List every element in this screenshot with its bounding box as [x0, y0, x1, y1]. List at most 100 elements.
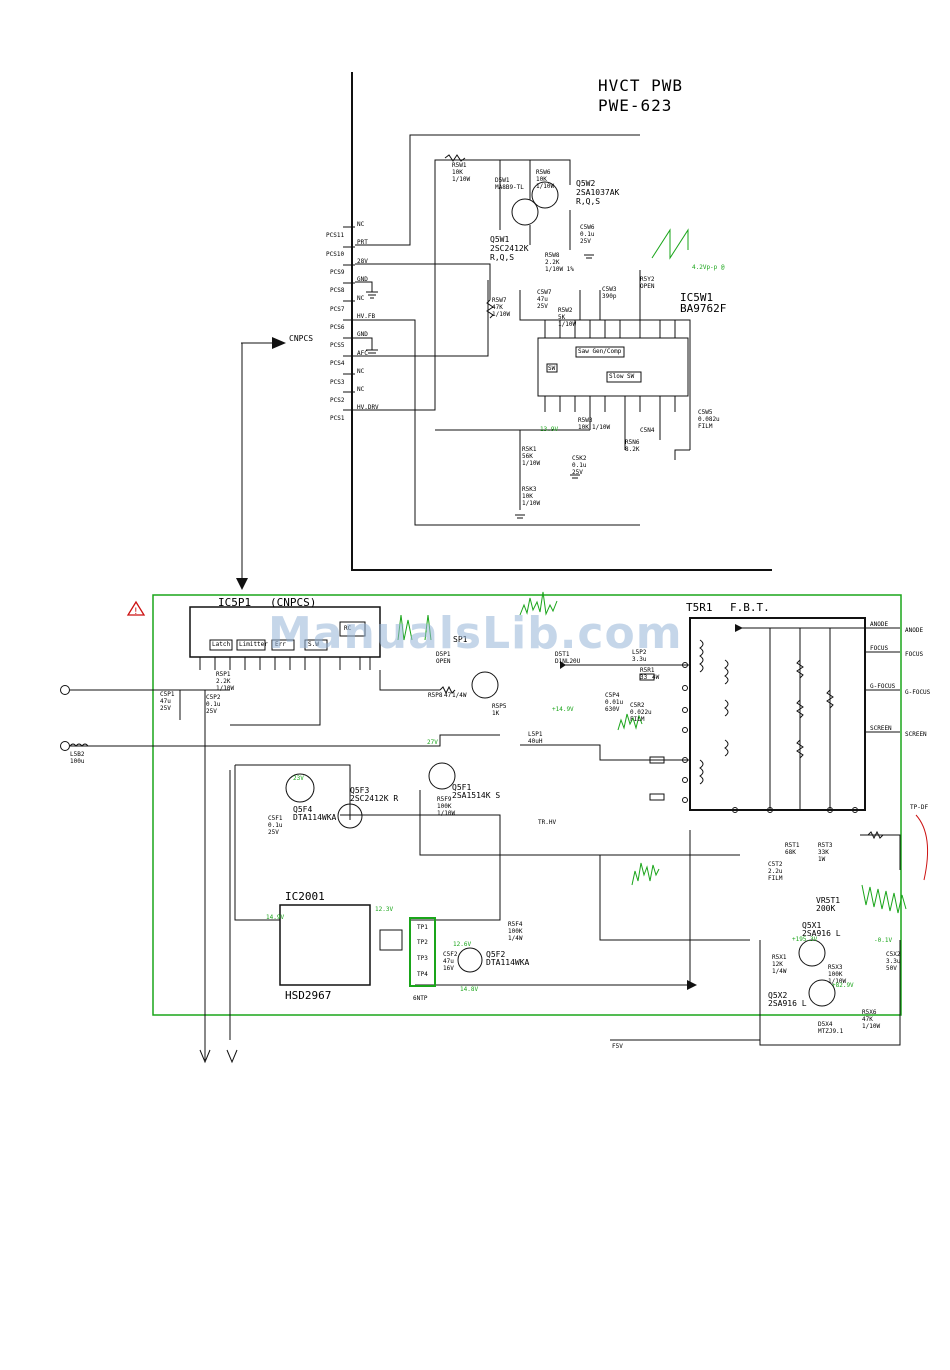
lower-board-outline: [152, 594, 902, 1016]
voltage-label: 12.3V: [375, 906, 394, 913]
misc-label: TR.HV: [538, 819, 557, 826]
comp-rating: FILM: [630, 716, 645, 723]
fbt-output-ext: ANODE: [905, 627, 924, 634]
comp-rating: 1/10W: [522, 460, 541, 467]
q5w1-body: [511, 198, 539, 226]
ic2001-ref: IC2001: [285, 890, 325, 903]
comp-ref: R5W7: [492, 297, 507, 304]
comp-val: 2.2u: [768, 868, 783, 875]
svg-text:!: !: [134, 607, 138, 617]
input-terminal-1: [60, 685, 70, 695]
comp-rating: 1/4W: [772, 968, 787, 975]
voltage-label: 23V: [293, 775, 304, 782]
ic2001-tp-box: [409, 917, 436, 987]
comp-val: D1NL20U: [555, 658, 581, 665]
connector-pin: PCS9: [330, 269, 345, 276]
comp-ref: C5X2: [886, 951, 901, 958]
comp-ref: D5T1: [555, 651, 570, 658]
connector-signal: NC: [357, 368, 365, 375]
connector-pin: PCS6: [330, 324, 345, 331]
q5f4-part: DTA114WKA: [293, 813, 337, 822]
waveform-upper: [651, 228, 689, 260]
fbt-output-ext: SCREEN: [905, 731, 927, 738]
fbt-output: G-FOCUS: [870, 683, 896, 690]
comp-val: 5K: [558, 314, 566, 321]
q5w1-grade: R,Q,S: [490, 253, 515, 262]
connector-pin: PCS3: [330, 379, 345, 386]
comp-ref: R5T3: [818, 842, 833, 849]
connector-pin: PCS11: [326, 232, 345, 239]
q5f4-body: [337, 803, 363, 829]
comp-ref: C5K2: [572, 455, 587, 462]
misc-label: L5B2: [70, 751, 85, 758]
comp-rating: 1W: [818, 856, 826, 863]
comp-val: 0.1u: [580, 231, 595, 238]
ic5p1-ref: IC5P1: [218, 596, 252, 609]
comp-rating: 25V: [537, 303, 548, 310]
waveform-lower-1: [397, 614, 432, 641]
comp-val: 10K: [536, 176, 547, 183]
comp-ref: C5W7: [537, 289, 552, 296]
comp-val: 0.1u: [206, 701, 221, 708]
comp-val: 0.1u: [572, 462, 587, 469]
q5w2-body: [531, 181, 559, 209]
comp-rating: FILM: [698, 423, 713, 430]
q5f2-part: DTA114WKA: [486, 958, 530, 967]
comp-val: 100K: [828, 971, 843, 978]
q5w2-grade: R,Q,S: [576, 197, 601, 206]
comp-rating: 1/10W: [492, 311, 511, 318]
voltage-label: 14.8V: [460, 986, 479, 993]
comp-ref: C5N4: [640, 427, 655, 434]
waveform-lower-4: [631, 862, 660, 886]
connector-signal: NC: [357, 221, 365, 228]
comp-ref: R5X1: [772, 954, 787, 961]
comp-val: 47: [444, 692, 452, 699]
comp-val: 47u: [160, 698, 171, 705]
comp-ref: D5X4: [818, 1021, 833, 1028]
ic2001-part: HSD2967: [285, 989, 332, 1002]
board-title: HVCT PWB: [598, 76, 684, 95]
q5f4-ref: Q5F4: [293, 805, 313, 814]
voltage-label: 12.6V: [453, 941, 472, 948]
fbt-output: ANODE: [870, 621, 889, 628]
ic5p1-block: RC: [344, 625, 352, 632]
ic5w1-block: SW: [548, 365, 556, 372]
comp-val: 2.2K: [216, 678, 231, 685]
watermark: ManualsLib.com: [268, 608, 683, 659]
ic2001-tp: TP4: [417, 971, 428, 978]
connector-signal: 28V: [357, 258, 368, 265]
ic2001-box: [279, 904, 371, 986]
comp-ref: C5R2: [630, 702, 645, 709]
q5f1-body: [428, 762, 456, 790]
comp-ref: R5X3: [828, 964, 843, 971]
connector-pin: PCS4: [330, 360, 345, 367]
comp-ref: C5F1: [268, 815, 283, 822]
comp-ref: C5W3: [602, 286, 617, 293]
comp-val: OPEN: [436, 658, 451, 665]
comp-ref: C5W6: [580, 224, 595, 231]
comp-val: 0.022u: [630, 709, 652, 716]
comp-ref: C5P2: [206, 694, 221, 701]
comp-val: 40uH: [528, 738, 543, 745]
ic5w1-box: [537, 337, 689, 397]
warning-icon: !: [126, 600, 146, 617]
ic5p1-block: Limitter: [239, 641, 268, 648]
comp-ref: C5F2: [443, 951, 458, 958]
upper-board-outline: [351, 72, 772, 571]
comp-rating: 16V: [443, 965, 454, 972]
fbt-output: SCREEN: [870, 725, 892, 732]
ic2001-foot: 6NTP: [413, 995, 428, 1002]
comp-ref: R5W6: [536, 169, 551, 176]
ic5w1-part: BA9762F: [680, 302, 727, 315]
comp-val: 2.2K: [545, 259, 560, 266]
ic5w1-block: Saw Gen/Comp: [578, 348, 622, 355]
connector-pin: PCS2: [330, 397, 345, 404]
q5f2-ref: Q5F2: [486, 950, 506, 959]
comp-val: 56K: [522, 453, 533, 460]
comp-val: 10K: [452, 169, 463, 176]
comp-ref: C5W5: [698, 409, 713, 416]
voltage-label: -0.1V: [874, 937, 893, 944]
comp-val: 390p: [602, 293, 617, 300]
comp-val: 47K: [492, 304, 503, 311]
